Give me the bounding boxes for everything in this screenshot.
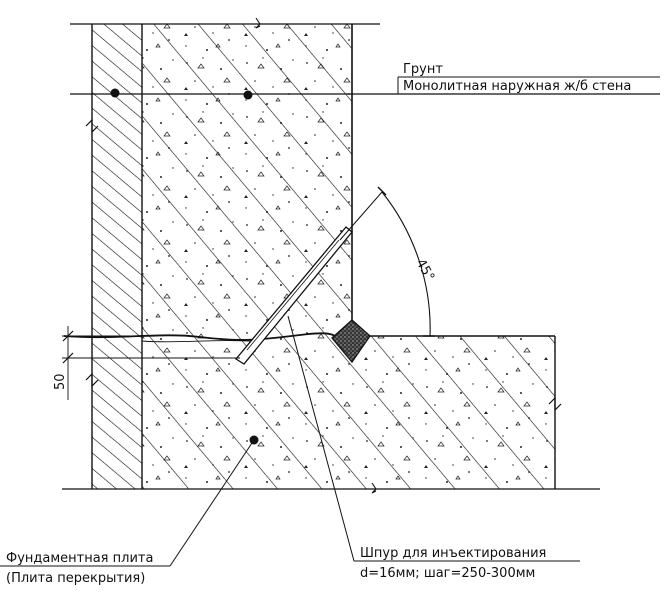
cold-joint-inner (141, 340, 261, 343)
slab-leader (169, 439, 255, 567)
dimension-label: 50 (53, 373, 68, 390)
sealant-fillet (331, 319, 371, 364)
foundation-slab (142, 335, 562, 489)
wall-label: Монолитная наружная ж/б стена (403, 79, 631, 94)
anchor-dot (243, 90, 253, 100)
concrete-wall (142, 24, 353, 336)
slab-label: Фундаментная плита (6, 551, 153, 566)
dimension-50 (62, 326, 240, 400)
bore-label: Шпур для инъектирования (360, 546, 546, 561)
anchor-dot (110, 88, 120, 98)
bore-leader (287, 315, 355, 562)
bore-label-sub: d=16мм; шаг=250-300мм (360, 566, 535, 581)
slab-label-sub: (Плита перекрытия) (6, 571, 145, 586)
soil-label: Грунт (403, 62, 443, 77)
cold-joint (63, 332, 341, 341)
section-borders (62, 17, 600, 494)
injection-borehole (235, 226, 353, 365)
angle-label: 45° (413, 257, 438, 284)
angle-annotation (339, 186, 435, 337)
